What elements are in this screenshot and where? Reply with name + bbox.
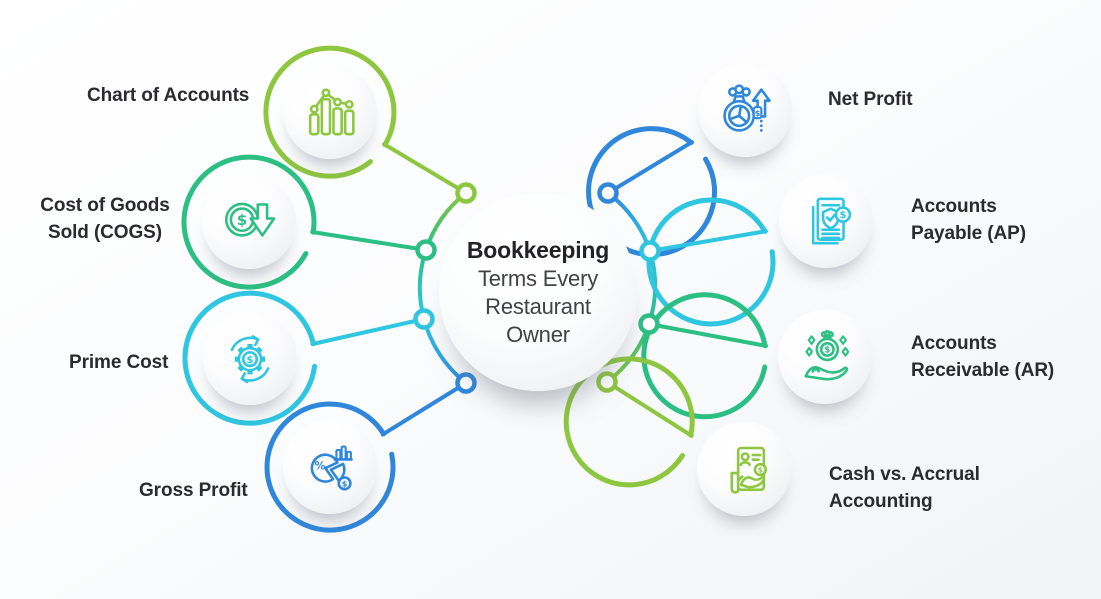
junction-dot: [455, 372, 477, 394]
junction-dot: [596, 371, 618, 393]
node-ring: [641, 292, 768, 420]
money-bag-arrow-icon: $: [723, 84, 771, 132]
junction-dot: [415, 239, 437, 261]
svg-text:%: %: [315, 459, 326, 472]
junction-dot: [638, 313, 660, 335]
node-circle-net-profit: $: [698, 63, 792, 157]
connector-line: [648, 229, 768, 253]
connector-line: [606, 140, 694, 195]
node-ring: [264, 401, 396, 533]
node-circle-chart-of-accounts: [283, 65, 377, 159]
node-label-cogs: Cost of Goods Sold (COGS): [40, 195, 170, 243]
junction-dot: [413, 308, 435, 330]
node-ring: [182, 290, 317, 426]
connector-line: [310, 317, 426, 346]
svg-text:$: $: [758, 466, 763, 475]
junction-dot: [597, 182, 619, 204]
coin-down-arrow-icon: $: [224, 202, 276, 237]
node-circle-cogs: $: [202, 175, 296, 269]
svg-text:$: $: [237, 211, 248, 229]
node-ring: [563, 356, 695, 488]
node-label-cash-vs-accrual: Cash vs. Accrual Accounting: [829, 464, 980, 512]
node-circle-cash-vs-accrual: $: [697, 422, 791, 516]
junction-dot: [455, 182, 477, 204]
node-label-net-profit: Net Profit: [828, 89, 913, 110]
node-ring: [263, 45, 397, 179]
node-circle-accounts-payable: $: [779, 174, 873, 268]
gear-dollar-icon: $: [230, 335, 270, 384]
svg-text:$: $: [824, 346, 830, 356]
node-ring: [646, 197, 776, 327]
node-circle-gross-profit: % $: [283, 420, 377, 514]
bar-chart-icon: [308, 88, 355, 136]
invoice-shield-icon: $: [811, 197, 852, 245]
node-label-gross-profit: Gross Profit: [139, 480, 248, 501]
node-circle-accounts-receivable: $: [778, 310, 872, 404]
svg-text:$: $: [342, 478, 348, 488]
center-subtitle: Terms Every Restaurant Owner: [477, 265, 599, 347]
center-title: Bookkeeping: [466, 236, 610, 263]
node-label-accounts-receivable: Accounts Receivable (AR): [911, 333, 1055, 381]
junction-dot: [639, 240, 661, 262]
svg-text:$: $: [755, 108, 761, 118]
receipt-hand-icon: $: [730, 446, 767, 494]
connector-line: [382, 142, 468, 195]
node-label-accounts-payable: Accounts Payable (AP): [911, 196, 1026, 244]
connector-line: [605, 380, 694, 438]
central-circle: Bookkeeping Terms Every Restaurant Owner: [439, 193, 637, 391]
hand-money-bag-icon: $: [804, 330, 850, 381]
svg-text:$: $: [839, 210, 846, 221]
node-label-prime-cost: Prime Cost: [69, 352, 169, 373]
node-label-chart-of-accounts: Chart of Accounts: [87, 85, 250, 106]
connector-line: [310, 230, 428, 252]
svg-text:$: $: [247, 355, 254, 366]
pie-percent-icon: % $: [310, 445, 353, 491]
connector-line: [380, 381, 468, 437]
node-ring: [181, 154, 317, 290]
connector-line: [647, 322, 768, 348]
node-circle-prime-cost: $: [203, 311, 297, 405]
